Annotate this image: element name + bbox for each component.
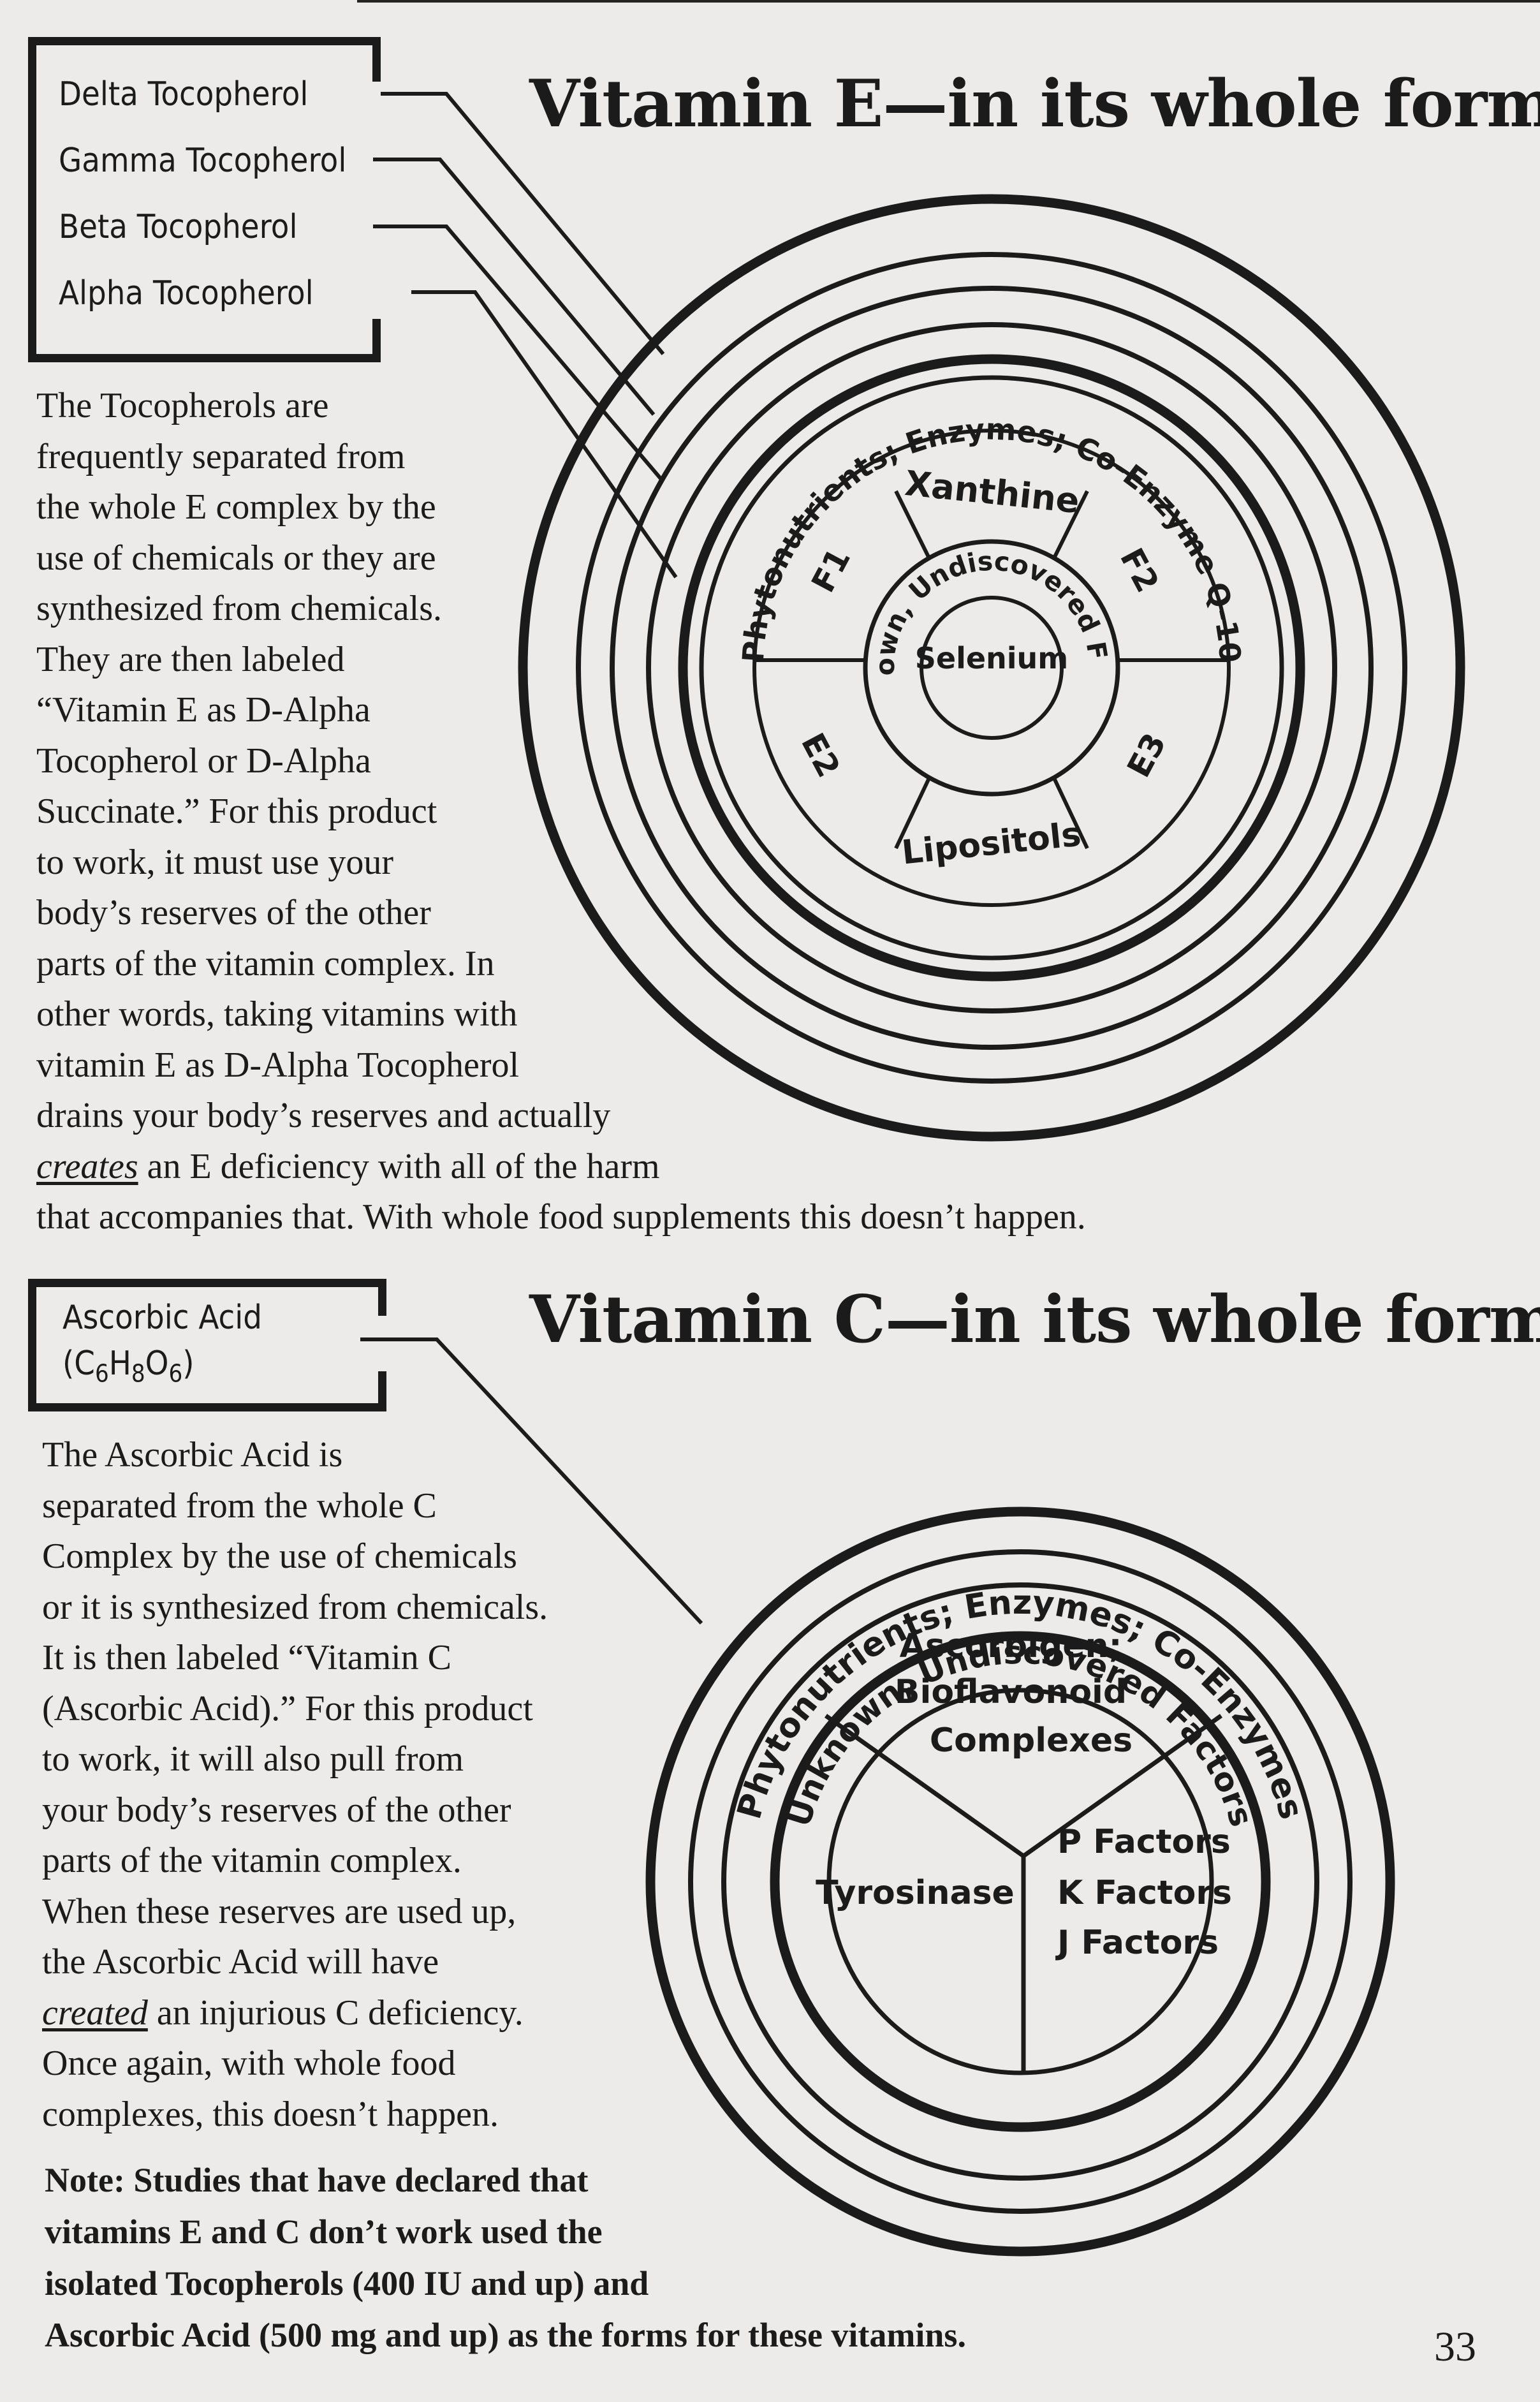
ascorbic-label-frame-right-top: [378, 1279, 386, 1316]
c-top-segment-line: Bioflavonoid: [895, 1673, 1127, 1711]
ascorbic-formula: (C6H8O6): [62, 1345, 194, 1388]
text-line: that accompanies that. With whole food s…: [36, 1197, 1086, 1237]
note-line: isolated Tocopherols (400 IU and up) and: [45, 2264, 649, 2303]
tocopherol-label-frame: [28, 37, 381, 362]
ascorbic-leader-line: [360, 1337, 703, 1625]
text-line: The Ascorbic Acid is: [42, 1435, 343, 1475]
text-line: the whole E complex by the: [36, 487, 436, 527]
text-line: (Ascorbic Acid).” For this product: [42, 1688, 533, 1728]
text-line: parts of the vitamin complex. In: [36, 943, 495, 984]
text-line: When these reserves are used up,: [42, 1891, 517, 1931]
tocopherol-label-frame-left: [28, 37, 36, 362]
c-right-segment-line: J Factors: [1055, 1924, 1219, 1962]
c-ring-1: [645, 1507, 1395, 2257]
e-segment-xanthine: Xanthine: [903, 463, 1081, 521]
text-line: Tocopherol or D-Alpha: [36, 740, 371, 781]
text-line: Succinate.” For this product: [36, 792, 437, 831]
text-line: body’s reserves of the other: [36, 893, 431, 932]
text-line: separated from the whole C: [42, 1485, 437, 1526]
e-inner-band-text: Unknown, Undiscovered Factors: [0, 0, 1113, 676]
ascorbic-acid-label: Ascorbic Acid: [62, 1299, 262, 1337]
vitamin-e-explanation: The Tocopherols are frequently separated…: [36, 381, 1086, 1243]
c-top-segment-line: Complexes: [930, 1721, 1133, 1760]
e-segment-lipositols: Lipositols: [900, 815, 1083, 872]
ascorbic-label-frame-right-bottom: [378, 1371, 386, 1411]
e-segment-e3: E3: [1120, 727, 1173, 783]
text-line: Once again, with whole food: [42, 2044, 456, 2083]
c-ring-4: [770, 1631, 1271, 2132]
e-segment-e2: E2: [794, 727, 847, 783]
text-line: “Vitamin E as D-Alpha: [36, 690, 370, 730]
emphasis-creates: creates: [36, 1146, 138, 1186]
text-line: your body’s reserves of the other: [42, 1790, 511, 1830]
text-line: synthesized from chemicals.: [36, 589, 443, 628]
text-line: use of chemicals or they are: [36, 538, 436, 578]
tocopherol-label: Beta Tocopherol: [59, 208, 298, 246]
text-line: created an injurious C deficiency.: [42, 1988, 548, 2039]
e-ring-8: [863, 539, 1120, 797]
tocopherol-label-frame-right-top: [372, 37, 381, 82]
ascorbic-label-frame-top: [28, 1279, 386, 1287]
page-number: 33: [1434, 2324, 1476, 2370]
text-line: or it is synthesized from chemicals.: [42, 1587, 548, 1627]
text-line: the Ascorbic Acid will have: [42, 1942, 439, 1982]
text-fragment: an E deficiency with all of the harm: [138, 1146, 660, 1186]
vitamin-e-heading: Vitamin E—in its whole form: [529, 66, 1540, 142]
ascorbic-label-frame-bottom: [28, 1403, 386, 1411]
e-ring-6: [699, 375, 1284, 961]
e-segment-dividers: [754, 490, 1229, 850]
e-ring-1: [518, 194, 1465, 1142]
vitamin-c-ring-diagram: [645, 1507, 1395, 2257]
note-line: vitamins E and C don’t work used the: [45, 2213, 603, 2251]
c-ring-5: [826, 1688, 1214, 2075]
text-line: It is then labeled “Vitamin C: [42, 1638, 452, 1677]
e-ring-3: [610, 286, 1374, 1050]
text-line: They are then labeled: [36, 639, 345, 679]
e-center-selenium: Selenium: [915, 641, 1069, 675]
c-right-segment-line: K Factors: [1057, 1874, 1232, 1912]
e-ring-7: [752, 429, 1231, 907]
e-ring-5: [678, 354, 1305, 982]
e-segment-f2: F2: [1113, 542, 1166, 598]
text-line: other words, taking vitamins with: [36, 994, 518, 1034]
text-line: drains your body’s reserves and actually: [36, 1096, 611, 1135]
c-top-segment-line: Ascorbigen;: [900, 1627, 1122, 1665]
vitamin-e-ring-diagram: [518, 194, 1465, 1142]
text-line: Complex by the use of chemicals: [42, 1536, 517, 1576]
e-outer-band-text: Phytonutrients; Enzymes; Co-Enzyme Q-10: [736, 411, 1247, 663]
c-right-segment-line: P Factors: [1057, 1823, 1231, 1861]
text-line: The Tocopherols are: [36, 386, 329, 425]
e-ring-4: [646, 322, 1337, 1013]
vitamin-c-explanation: The Ascorbic Acid is separated from the …: [42, 1430, 548, 2140]
text-line: parts of the vitamin complex.: [42, 1841, 462, 1880]
c-segment-dividers: [824, 1714, 1223, 2073]
tocopherol-leader-lines: [373, 92, 678, 578]
tocopherol-label-frame-right-bottom: [372, 319, 381, 362]
top-rule: [357, 0, 1540, 3]
e-ring-2: [576, 252, 1407, 1084]
c-ring-3: [721, 1582, 1319, 2181]
ascorbic-label-frame-left: [28, 1279, 36, 1411]
note-line: Note: Studies that have declared that: [45, 2161, 589, 2199]
text-line: vitamin E as D-Alpha Tocopherol: [36, 1045, 520, 1085]
text-line: to work, it must use your: [36, 842, 393, 882]
c-segment-tyrosinase: Tyrosinase: [816, 1874, 1015, 1912]
c-ring-2: [688, 1549, 1353, 2214]
emphasis-created: created: [42, 1993, 148, 2033]
vitamin-c-heading: Vitamin C—in its whole form: [529, 1281, 1540, 1358]
e-segment-f1: F1: [804, 542, 858, 598]
text-line: to work, it will also pull from: [42, 1739, 464, 1779]
e-ring-9: [920, 596, 1064, 740]
note-paragraph: Note: Studies that have declared that vi…: [45, 2155, 966, 2361]
text-line: frequently separated from: [36, 436, 406, 476]
text-line: creates an E deficiency with all of the …: [36, 1142, 1086, 1193]
text-line: complexes, this doesn’t happen.: [42, 2094, 499, 2134]
tocopherol-label: Gamma Tocopherol: [59, 142, 347, 180]
text-fragment: an injurious C deficiency.: [147, 1993, 524, 2033]
tocopherol-label: Alpha Tocopherol: [59, 274, 314, 313]
tocopherol-label: Delta Tocopherol: [59, 75, 309, 114]
note-line: Ascorbic Acid (500 mg and up) as the for…: [45, 2316, 966, 2354]
